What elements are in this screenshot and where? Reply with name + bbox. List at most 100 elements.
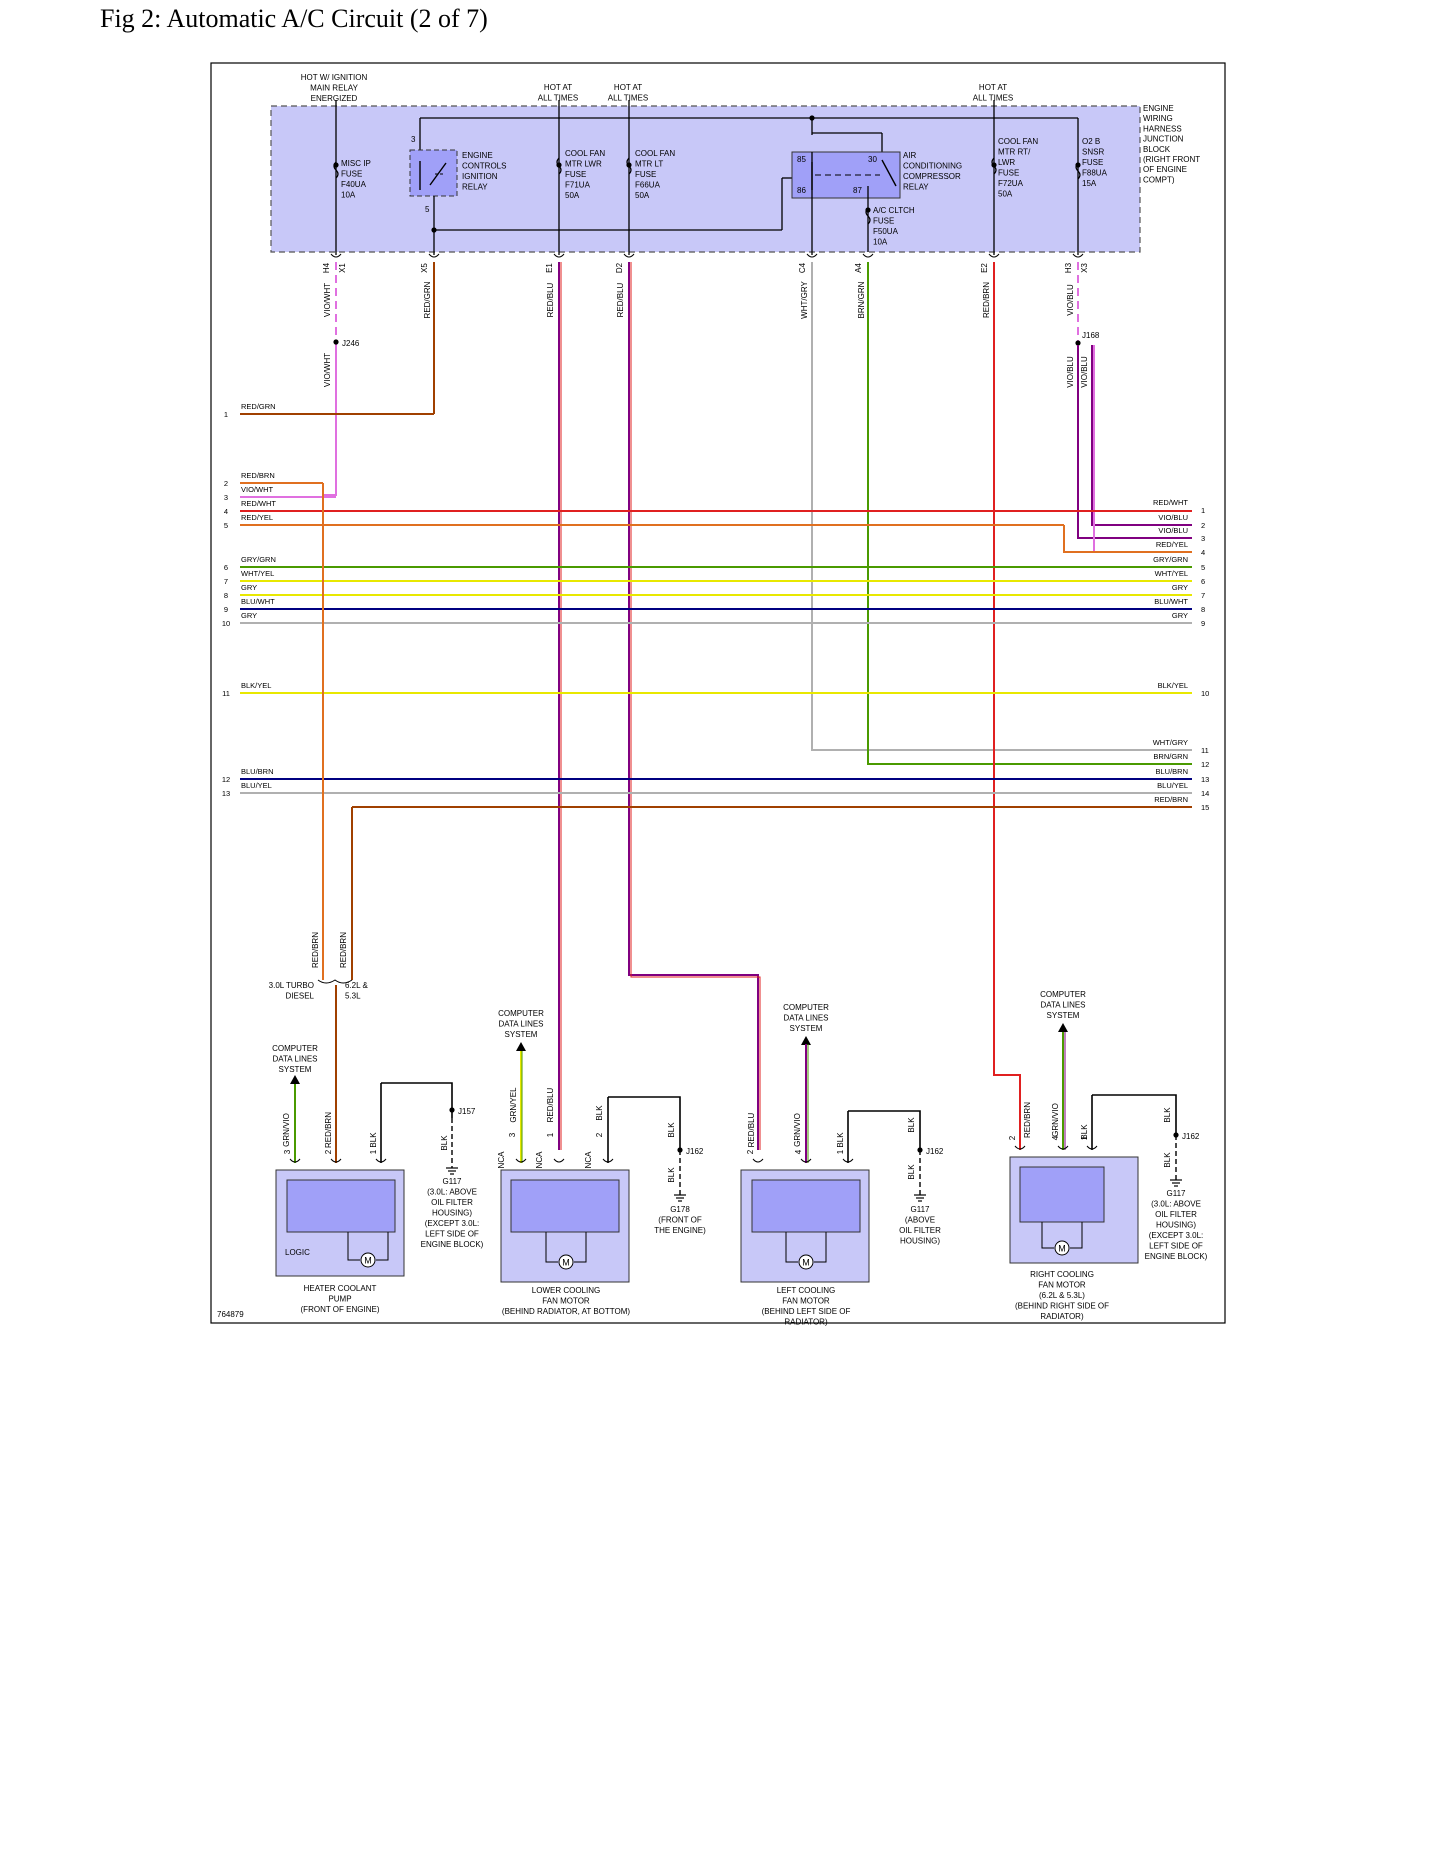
lower-fan-wiring (545, 1232, 558, 1263)
splice-dot (809, 115, 815, 121)
variant-label: DIESEL (286, 992, 315, 1001)
connector-symbol (289, 1158, 301, 1163)
wire-brn-grn (867, 262, 1192, 765)
connector-label: H3 (1064, 262, 1073, 273)
wire-red-blu (628, 262, 759, 1150)
junction-block-label: HARNESS (1143, 124, 1182, 133)
connector-label: C4 (798, 262, 807, 273)
fuse-label-f71ua: MTR LWR (565, 160, 602, 169)
wire-color-label: BLK (907, 1117, 916, 1133)
right-fan-wiring (1041, 1222, 1054, 1249)
motor-icon: M (1058, 1244, 1066, 1254)
bus-label: RED/YEL (1156, 540, 1188, 549)
variant-label: 5.3L (345, 992, 361, 1001)
relay-label-engine-controls: IGNITION (462, 172, 498, 181)
splice-label: J168 (1082, 331, 1100, 340)
ground-label-g117: HOUSING) (432, 1209, 472, 1218)
fuse-label-f72ua: F72UA (998, 179, 1024, 188)
relay-label-ac-compressor: COMPRESSOR (903, 172, 961, 181)
splice-label: J162 (926, 1147, 944, 1156)
splice-label: J157 (458, 1107, 476, 1116)
bus-number: 4 (224, 507, 228, 516)
wire-wht-gry (811, 262, 1192, 751)
splice-label: J162 (1182, 1132, 1200, 1141)
data-lines-label: DATA LINES (498, 1020, 543, 1029)
wire-vio-blu (1077, 345, 1192, 539)
connector-label: D2 (615, 262, 624, 273)
heater-pump-wiring (376, 1232, 389, 1261)
fuse-label-f71ua: 50A (565, 191, 580, 200)
wire-color-label: RED/BLU (546, 1087, 555, 1122)
wire-vio-blu (1091, 345, 1192, 526)
junction-block-label: ENGINE (1143, 104, 1174, 113)
bus-number: 6 (224, 563, 228, 572)
connector-label: X5 (420, 263, 429, 273)
left-fan-label: LEFT COOLING (777, 1286, 836, 1295)
wire-blk (848, 1110, 921, 1150)
fuse-label-f66ua: 50A (635, 191, 650, 200)
ground-label-g117: (EXCEPT 3.0L: (1149, 1231, 1204, 1240)
connector-symbol (1072, 253, 1084, 258)
bus-label: RED/WHT (1153, 498, 1188, 507)
bus-label: GRY/GRN (241, 555, 276, 564)
fuse-label-f88ua: F88UA (1082, 169, 1108, 178)
right-fan-label: RIGHT COOLING (1030, 1270, 1094, 1279)
connector-label: X1 (338, 263, 347, 273)
pin-label: 2 (324, 1149, 333, 1154)
connector-symbol (375, 1158, 387, 1163)
splice-label: J162 (686, 1147, 704, 1156)
ground-label-g178: THE ENGINE) (654, 1226, 706, 1235)
bus-label: GRY (1172, 611, 1188, 620)
connector-symbol (988, 253, 1000, 258)
wire-color-label: VIO/BLU (1066, 356, 1075, 388)
ground-label-g117: OIL FILTER (1155, 1210, 1197, 1219)
power-label-hot: HOT AT (614, 83, 642, 92)
junction-block-label: BLOCK (1143, 145, 1171, 154)
splice-dot (556, 162, 562, 168)
splice-dot (677, 1147, 683, 1153)
fuse-label-f72ua: COOL FAN (998, 137, 1038, 146)
relay-pin-label: 87 (853, 186, 862, 195)
splice-dot (431, 227, 437, 233)
ground-label-g117: OIL FILTER (899, 1226, 941, 1235)
wire-color-label: BLK (667, 1122, 676, 1138)
pin-label: NCA (584, 1151, 593, 1169)
wire-color-label: VIO/BLU (1066, 284, 1075, 316)
power-label-ignition: HOT W/ IGNITION (301, 73, 368, 82)
bus-label: BLK/YEL (1158, 681, 1188, 690)
wire-red-yel (1063, 525, 1192, 553)
bus-label: GRY (1172, 583, 1188, 592)
fuse-label-f50ua: FUSE (873, 217, 894, 226)
bus-number: 9 (1201, 619, 1205, 628)
fuse-label-f71ua: F71UA (565, 181, 591, 190)
data-lines-label: COMPUTER (498, 1009, 544, 1018)
junction-block-label: WIRING (1143, 114, 1173, 123)
ground-label-g117: (3.0L: ABOVE (427, 1188, 477, 1197)
heater-pump-label: HEATER COOLANT (304, 1284, 377, 1293)
data-lines-label: SYSTEM (505, 1030, 538, 1039)
relay-pin-label: 3 (411, 135, 416, 144)
relay-pin-label: 85 (797, 155, 806, 164)
data-lines-label: SYSTEM (279, 1065, 312, 1074)
fuse-label-misc-ip: 10A (341, 191, 356, 200)
wire-blk (381, 1082, 453, 1118)
fuse-label-f71ua: FUSE (565, 170, 586, 179)
ground-label-g117: G117 (1167, 1189, 1187, 1198)
connector-symbol (1014, 1145, 1026, 1150)
heater-pump-label: PUMP (328, 1295, 351, 1304)
wire-color-label: BLK (1163, 1107, 1172, 1123)
fuse-label-f50ua: 10A (873, 238, 888, 247)
variant-connector (317, 979, 353, 984)
junction-block-label: COMPT) (1143, 175, 1175, 184)
fuse-label-misc-ip: MISC IP (341, 159, 371, 168)
connector-symbol (862, 253, 874, 258)
ground-label-g117: LEFT SIDE OF (425, 1230, 479, 1239)
connector-label: X3 (1080, 263, 1089, 273)
ground-label-g117: HOUSING) (1156, 1221, 1196, 1230)
arrow-icon (290, 1075, 300, 1084)
wire-color-label: WHT/GRY (800, 281, 809, 319)
bus-number: 11 (222, 689, 230, 698)
wire-color-label: BLK (1163, 1152, 1172, 1168)
wire-color-label: BLK (907, 1164, 916, 1180)
splice-dot (1173, 1132, 1179, 1138)
